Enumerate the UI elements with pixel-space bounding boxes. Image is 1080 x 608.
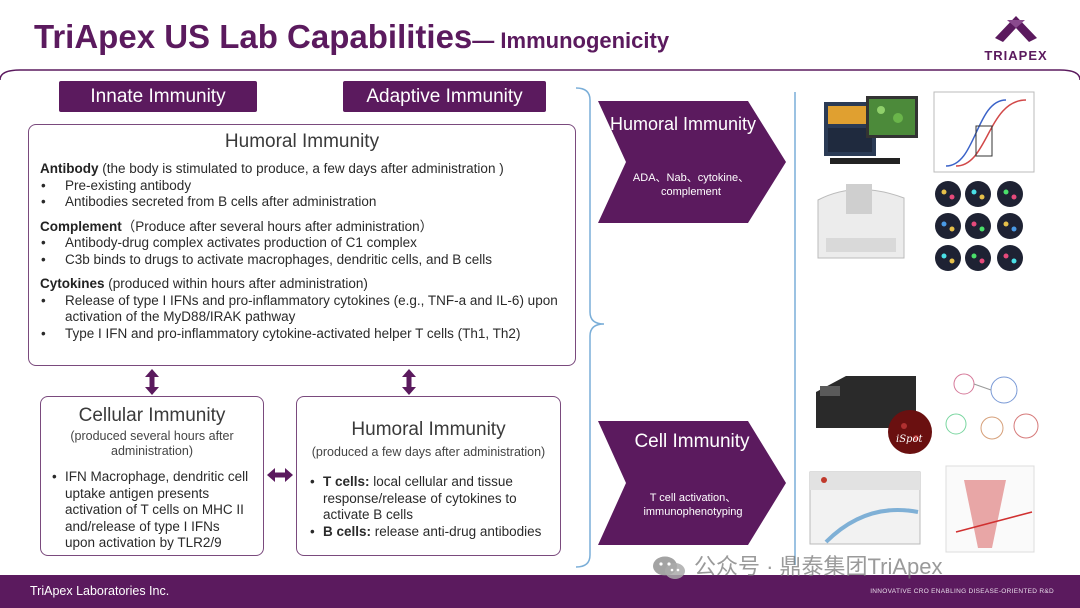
chevron-arrow-shape <box>598 101 786 223</box>
logo-text: TRIAPEX <box>984 48 1048 63</box>
complement-heading: Complement（Produce after several hours a… <box>40 218 434 234</box>
triapex-logo-icon <box>995 16 1037 42</box>
list-item: B cells: release anti-drug antibodies <box>309 524 548 541</box>
cytometer-image <box>817 184 905 259</box>
page-subtitle: — Immunogenicity <box>472 28 670 53</box>
list-item: Release of type I IFNs and pro-inflammat… <box>40 293 564 326</box>
bracket-line <box>575 87 605 568</box>
list-item: IFN Macrophage, dendritic cell uptake an… <box>51 469 253 552</box>
footer-tagline: INNOVATIVE CRO ENABLING DISEASE-ORIENTED… <box>870 588 1054 595</box>
chevron-arrow-shape <box>598 421 786 545</box>
humoral-secondary-subtitle: (produced a few days after administratio… <box>311 445 546 459</box>
cytokines-heading: Cytokines (produced within hours after a… <box>40 276 368 291</box>
list-item: Antibodies secreted from B cells after a… <box>40 194 564 211</box>
humoral-immunity-box: Humoral Immunity Antibody (the body is s… <box>28 124 576 366</box>
list-item: T cells: local cellular and tissue respo… <box>309 474 548 524</box>
cell-pathway-diagram-image <box>945 373 1039 440</box>
list-item: Type I IFN and pro-inflammatory cytokine… <box>40 326 564 343</box>
cellular-box-subtitle: (produced several hours after administra… <box>70 429 234 458</box>
cell-chevron-desc: T cell activation、immunophenotyping <box>643 492 743 518</box>
list-item: Antibody-drug complex activates producti… <box>40 235 564 252</box>
flow-cytometer-image <box>809 471 921 545</box>
flow-cell-diagram-image <box>945 465 1035 553</box>
ispot-label: iSpot <box>896 434 923 445</box>
footer-company: TriApex Laboratories Inc. <box>30 584 170 598</box>
wechat-watermark: 公众号 · 鼎泰集团TriApex <box>652 549 943 581</box>
company-logo: TRIAPEX <box>976 14 1056 63</box>
footer-bar: TriApex Laboratories Inc. INNOVATIVE CRO… <box>0 575 1080 608</box>
humoral-chevron-desc: ADA、Nab、cytokine、complement <box>632 172 750 198</box>
multiplex-well-images <box>935 181 1023 271</box>
cell-chevron: Cell Immunity T cell activation、immunoph… <box>598 421 786 545</box>
double-arrow-horizontal-icon <box>267 468 293 482</box>
page-title: TriApex US Lab Capabilities <box>34 18 473 55</box>
plate-reader-image <box>824 96 918 164</box>
cellular-immunity-box: Cellular Immunity (produced several hour… <box>40 396 264 556</box>
list-item: Pre-existing antibody <box>40 178 564 195</box>
watermark-text: 公众号 · 鼎泰集团TriApex <box>694 554 943 579</box>
dose-response-chart-image <box>933 91 1035 173</box>
wechat-icon <box>653 556 685 580</box>
double-arrow-vertical-icon <box>145 369 159 395</box>
humoral-box-title: Humoral Immunity <box>224 131 380 152</box>
humoral-immunity-secondary-box: Humoral Immunity (produced a few days af… <box>296 396 561 556</box>
ispot-reader-image: iSpot <box>816 376 932 454</box>
antibody-heading: Antibody (the body is stimulated to prod… <box>40 161 504 176</box>
cell-instrument-images: iSpot <box>809 373 1039 553</box>
humoral-instrument-images <box>817 91 1035 271</box>
humoral-chevron: Humoral Immunity ADA、Nab、cytokine、comple… <box>598 101 786 223</box>
humoral-chevron-title: Humoral Immunity <box>609 114 757 134</box>
innate-immunity-pill: Innate Immunity <box>59 81 257 112</box>
cell-chevron-title: Cell Immunity <box>634 431 750 452</box>
double-arrow-vertical-icon <box>402 369 416 395</box>
cellular-box-title: Cellular Immunity <box>78 405 226 426</box>
humoral-secondary-title: Humoral Immunity <box>351 419 506 440</box>
adaptive-immunity-pill: Adaptive Immunity <box>343 81 546 112</box>
page-title-block: TriApex US Lab Capabilities— Immunogenic… <box>34 18 669 56</box>
complement-section: Complement（Produce after several hours a… <box>40 219 564 269</box>
antibody-section: Antibody (the body is stimulated to prod… <box>40 161 564 211</box>
cytokines-section: Cytokines (produced within hours after a… <box>40 276 564 342</box>
list-item: C3b binds to drugs to activate macrophag… <box>40 252 564 269</box>
